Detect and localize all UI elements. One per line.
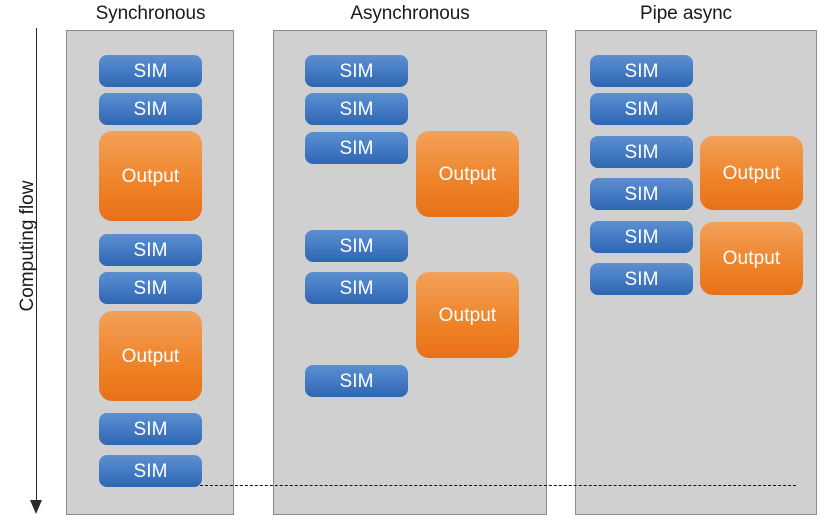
- sim-task-box: SIM: [590, 263, 693, 295]
- sim-task-box: SIM: [305, 93, 408, 125]
- output-task-box: Output: [99, 311, 202, 401]
- sim-task-box: SIM: [305, 272, 408, 304]
- sim-task-box: SIM: [99, 234, 202, 266]
- sim-task-box: SIM: [590, 136, 693, 168]
- output-task-box: Output: [700, 222, 803, 295]
- completion-baseline: [200, 485, 796, 486]
- sim-task-box: SIM: [590, 55, 693, 87]
- down-arrow-icon: [30, 500, 42, 514]
- sim-task-box: SIM: [305, 132, 408, 164]
- sim-task-box: SIM: [305, 230, 408, 262]
- output-task-box: Output: [700, 136, 803, 210]
- sim-task-box: SIM: [305, 55, 408, 87]
- column-title: Synchronous: [95, 3, 206, 24]
- sim-task-box: SIM: [99, 55, 202, 87]
- computing-flow-label: Computing flow: [17, 180, 38, 312]
- sim-task-box: SIM: [590, 178, 693, 210]
- column-title: Asynchronous: [350, 3, 470, 24]
- sim-task-box: SIM: [590, 93, 693, 125]
- sim-task-box: SIM: [99, 413, 202, 445]
- sim-task-box: SIM: [99, 455, 202, 487]
- output-task-box: Output: [416, 272, 519, 358]
- flow-arrow-line: [36, 28, 37, 506]
- sim-task-box: SIM: [99, 272, 202, 304]
- output-task-box: Output: [416, 131, 519, 217]
- sim-task-box: SIM: [305, 365, 408, 397]
- sim-task-box: SIM: [590, 221, 693, 253]
- sim-task-box: SIM: [99, 93, 202, 125]
- output-task-box: Output: [99, 131, 202, 221]
- column-title: Pipe async: [640, 3, 732, 24]
